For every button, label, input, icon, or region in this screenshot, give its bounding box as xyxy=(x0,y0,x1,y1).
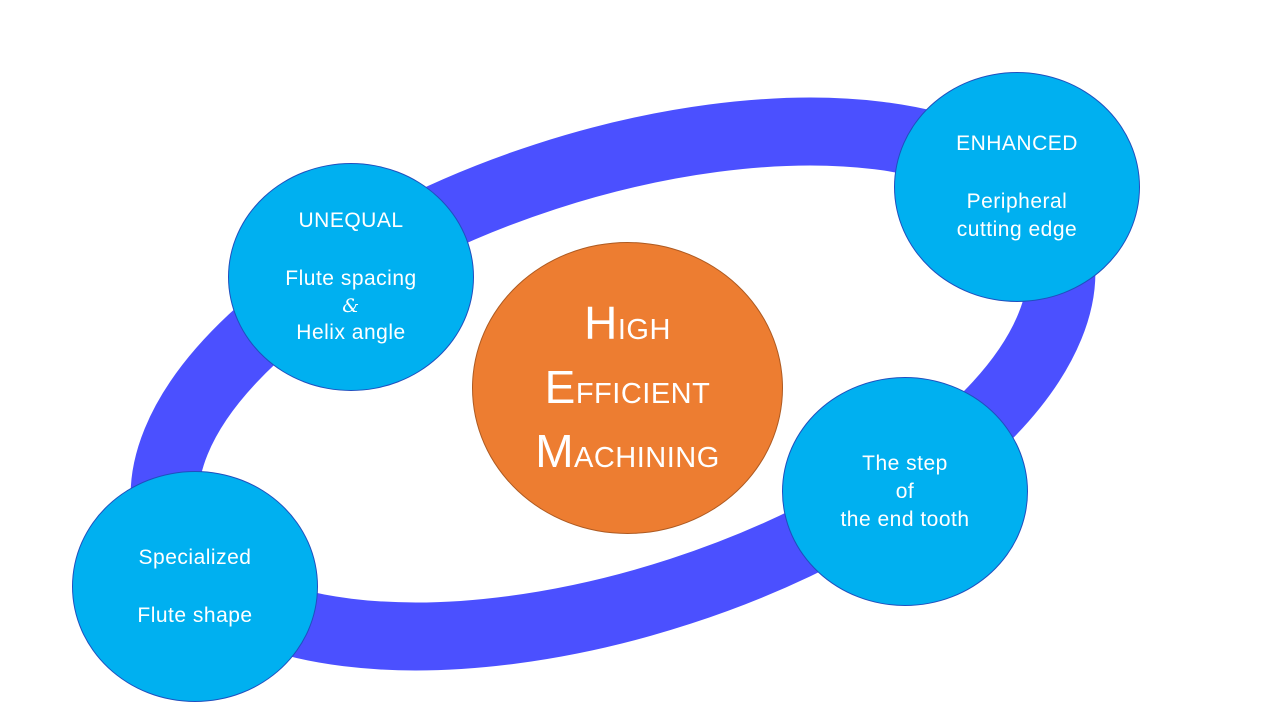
node-unequal-heading: UNEQUAL xyxy=(298,209,404,232)
node-flute-line2: Flute shape xyxy=(137,603,253,627)
node-unequal-ampersand: & xyxy=(342,295,360,317)
node-enhanced: ENHANCED Peripheral cutting edge xyxy=(894,72,1140,302)
node-step-line1: The step xyxy=(862,451,948,475)
node-enhanced-line1: Peripheral xyxy=(966,190,1068,213)
node-enhanced-line2: cutting edge xyxy=(956,218,1078,241)
node-unequal-line1: Flute spacing xyxy=(285,267,417,290)
center-line-efficient: Efficient xyxy=(544,361,711,413)
node-unequal: UNEQUAL Flute spacing & Helix angle xyxy=(228,163,474,391)
node-flute-line1: Specialized xyxy=(138,545,252,569)
node-specialized-flute: Specialized Flute shape xyxy=(72,471,318,702)
center-circle-high-efficient-machining: High Efficient Machining xyxy=(472,242,783,534)
center-line-high: High xyxy=(584,297,671,349)
node-unequal-line2: Helix angle xyxy=(296,321,406,344)
node-enhanced-heading: ENHANCED xyxy=(956,132,1078,155)
center-line-machining: Machining xyxy=(535,425,720,477)
node-step-line3: the end tooth xyxy=(840,507,970,531)
node-step-line2: of xyxy=(895,479,915,503)
node-end-tooth-step: The step of the end tooth xyxy=(782,377,1028,606)
